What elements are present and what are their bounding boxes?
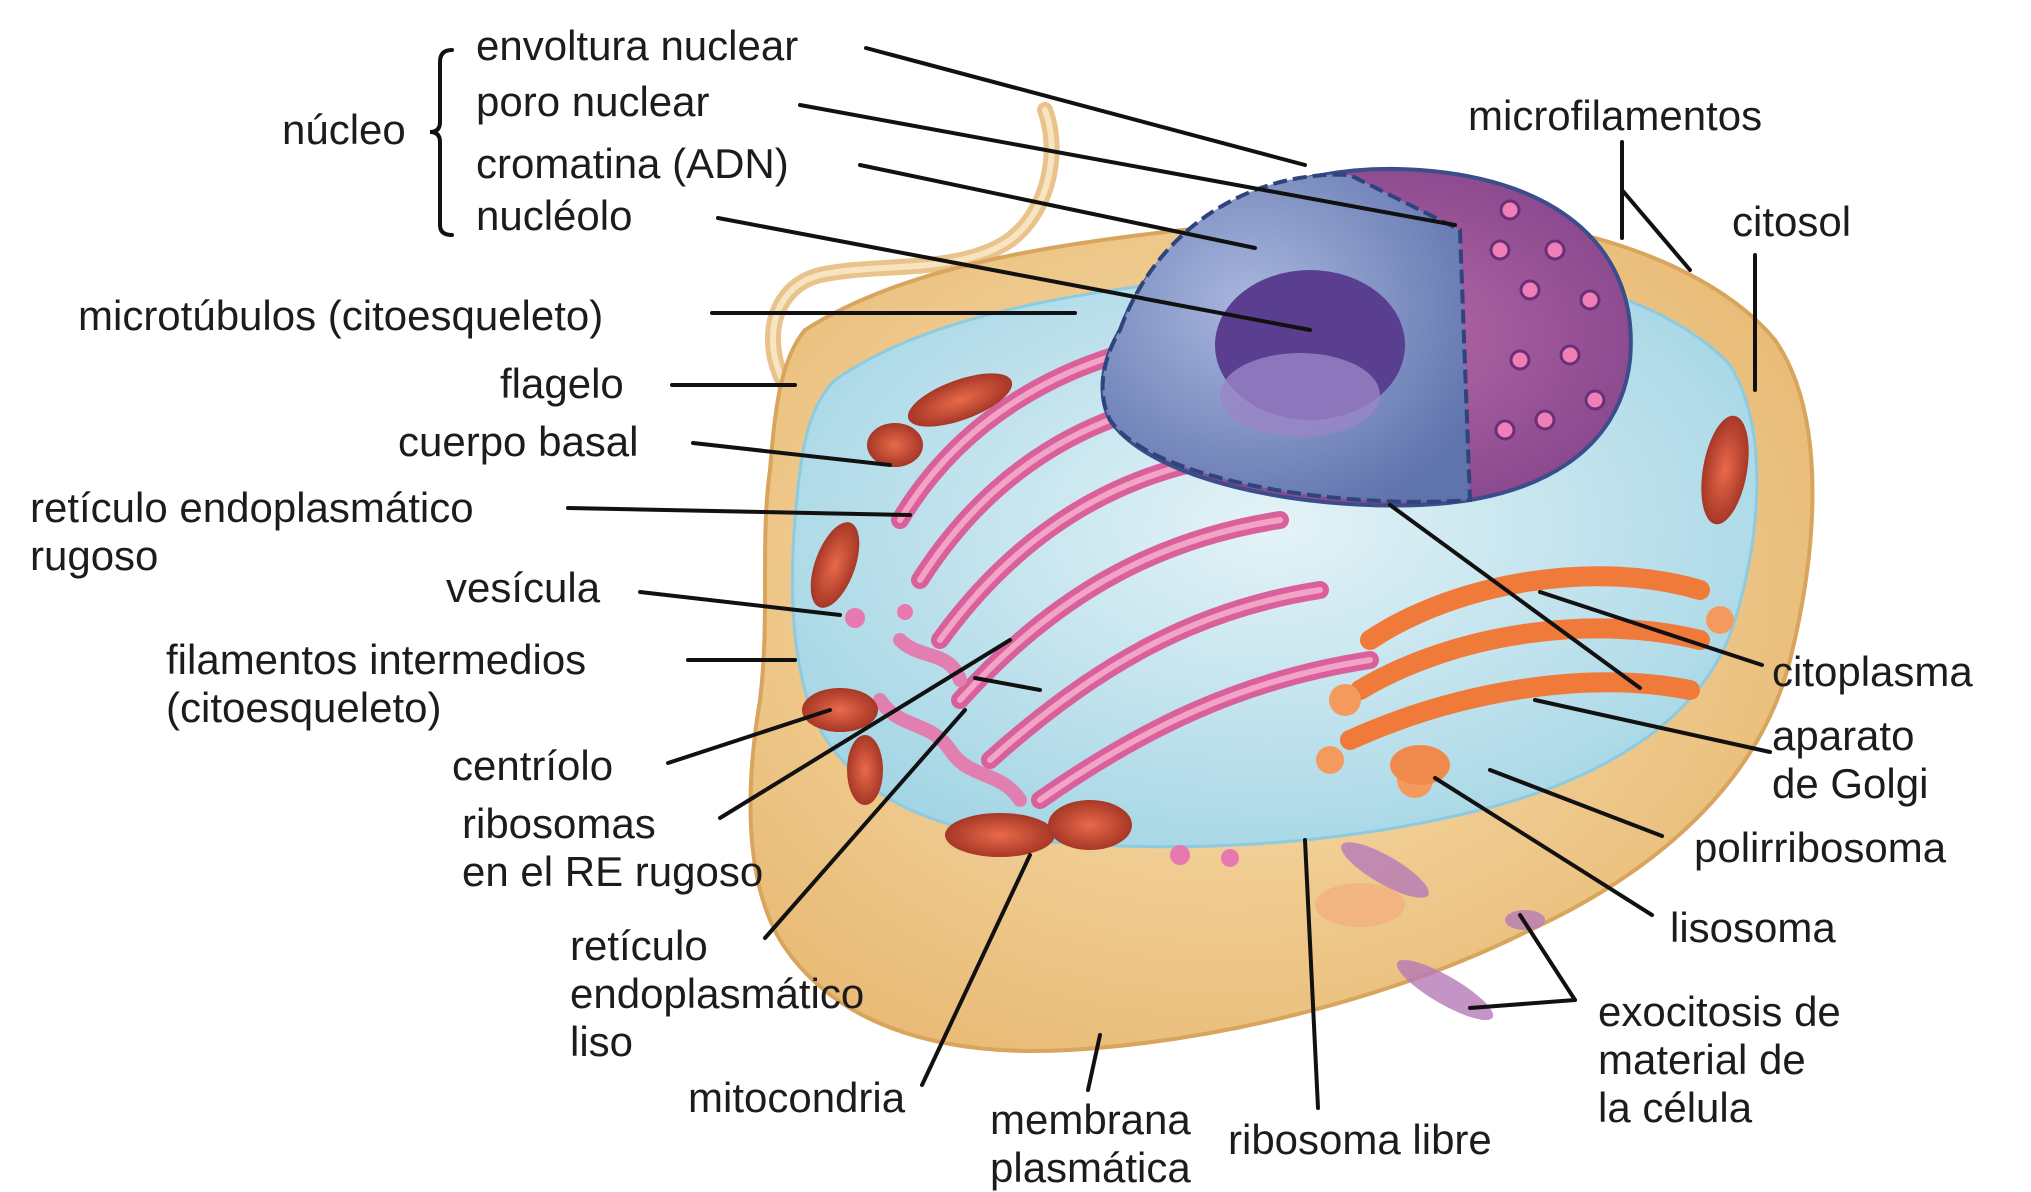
label-cuerpo-basal: cuerpo basal <box>398 418 639 466</box>
label-membrana: membrana plasmática <box>990 1096 1191 1192</box>
label-cromatina: cromatina (ADN) <box>476 140 789 188</box>
label-lisosoma: lisosoma <box>1670 904 1836 952</box>
label-exocitosis: exocitosis de material de la célula <box>1598 988 1841 1132</box>
label-microtubulos: microtúbulos (citoesqueleto) <box>78 292 603 340</box>
label-microfilamentos: microfilamentos <box>1468 92 1762 140</box>
label-centriolo: centríolo <box>452 742 613 790</box>
label-nucleo: núcleo <box>282 106 406 154</box>
label-reticulo-rugoso: retículo endoplasmático rugoso <box>30 484 474 580</box>
label-flagelo: flagelo <box>500 360 624 408</box>
label-vesicula: vesícula <box>446 564 600 612</box>
label-citosol: citosol <box>1732 198 1851 246</box>
nucleus-shape <box>1103 169 1631 506</box>
label-nucleolo: nucléolo <box>476 192 632 240</box>
label-envoltura-nuclear: envoltura nuclear <box>476 22 798 70</box>
label-reticulo-liso: retículo endoplasmático liso <box>570 922 864 1066</box>
label-polirribosoma: polirribosoma <box>1694 824 1946 872</box>
label-filamentos-intermedios: filamentos intermedios (citoesqueleto) <box>166 636 586 732</box>
label-citoplasma: citoplasma <box>1772 648 1973 696</box>
label-ribosomas-re: ribosomas en el RE rugoso <box>462 800 763 896</box>
label-poro-nuclear: poro nuclear <box>476 78 709 126</box>
label-mitocondria: mitocondria <box>688 1074 905 1122</box>
label-ribosoma-libre: ribosoma libre <box>1228 1116 1492 1164</box>
label-golgi: aparato de Golgi <box>1772 712 1928 808</box>
